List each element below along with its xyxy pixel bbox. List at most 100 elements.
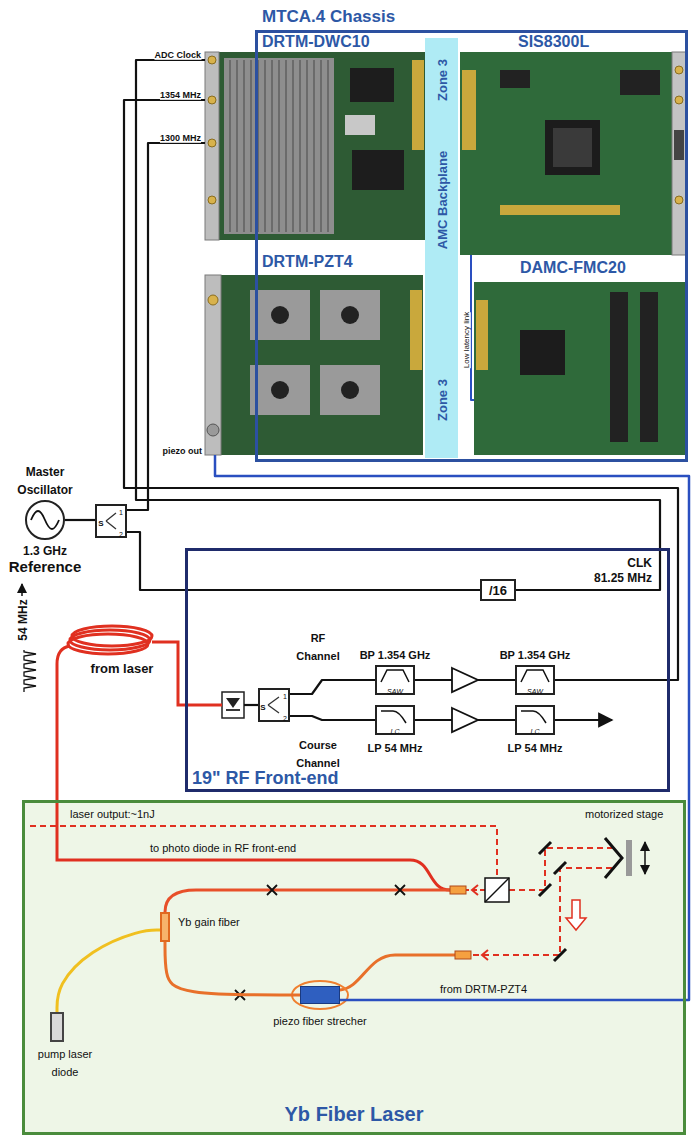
gold-fingers (500, 205, 620, 215)
text-holder: ADC Clock (154, 44, 201, 62)
text-holder: LC (531, 720, 540, 738)
text-holder: to photo diode in RF front-end (150, 838, 296, 856)
laser-beam (466, 889, 485, 891)
photodiode-box (222, 692, 244, 718)
inductor (341, 381, 359, 399)
board-card: SIS8300L (460, 52, 686, 255)
bandpass-filter: BP 1.354 GHzSAW (515, 665, 555, 695)
text-holder: piezo fiber strecher (273, 1011, 367, 1029)
sma-connector (675, 196, 683, 204)
text-holder: Zone 3 (432, 59, 450, 101)
chip (500, 70, 530, 88)
sine-symbol (31, 511, 59, 529)
front-panel (205, 275, 221, 455)
heatsink-fins (230, 60, 328, 232)
pcb (474, 282, 686, 455)
fpga-die (553, 128, 592, 167)
zone3-connector (462, 70, 476, 150)
annotation-label: motorized stage (585, 808, 663, 820)
text-holder: DAMC-FMC20 (520, 259, 626, 277)
text-holder: 81.25 MHz (594, 568, 652, 586)
annotation-label: laser output:~1nJ (70, 808, 155, 820)
annotation-label: 54 MHz (16, 599, 30, 640)
node-label: Reference (9, 558, 82, 575)
wire (244, 704, 258, 706)
annotation-label: Course Channel (296, 739, 339, 769)
node-label: SIS8300L (518, 33, 589, 50)
signal-wire (290, 680, 375, 694)
fiber-winding (292, 981, 348, 1009)
text-holder: Course Channel (289, 735, 347, 772)
inductor (271, 381, 289, 399)
optical-fiber (165, 890, 450, 912)
zone3-connector (476, 300, 488, 370)
backplane-connector (410, 290, 422, 370)
sma-connector (208, 196, 216, 204)
bnc-connector (207, 424, 219, 436)
laser-beam (30, 826, 497, 878)
signal-wire (127, 143, 205, 510)
beam-splitter-diagonal (485, 878, 509, 902)
text-holder: 2 (119, 523, 123, 541)
node-label: 19" RF Front-end (192, 768, 339, 788)
pcb (205, 275, 423, 455)
node-label: BP 1.354 GHz (360, 649, 431, 661)
output-arrow (555, 719, 612, 721)
signal-wire (136, 60, 660, 590)
node-label: 1.3 GHz (23, 544, 67, 558)
optical-fiber (57, 646, 450, 890)
text-holder: laser output:~1nJ (70, 804, 155, 822)
text-holder: Reference (9, 558, 82, 576)
node-label: S (260, 703, 265, 712)
bandpass-filter: BP 1.354 GHzSAW (375, 665, 415, 695)
text-holder: /16 (489, 581, 507, 599)
heatsink (320, 365, 380, 415)
node-label: SAW (387, 688, 403, 695)
chip (620, 70, 660, 95)
sma-connector (208, 96, 216, 104)
oscillator-circle: Master Oscillator1.3 GHzReference (25, 500, 65, 540)
text-holder: LP 54 MHz (508, 738, 563, 756)
fpga-chip (545, 120, 600, 175)
edge-label: Low latency link (462, 312, 471, 368)
node-label: Yb gain fiber (178, 916, 240, 928)
text-holder: motorized stage (585, 804, 663, 822)
node-label: LC (531, 728, 540, 735)
sma-connector (208, 56, 216, 64)
board-card: DAMC-FMC20 (474, 282, 686, 455)
chassis-box: MTCA.4 ChassisDRTM-DWC10SIS8300LZone 3AM… (255, 30, 688, 462)
node-label: 2 (119, 531, 123, 538)
collimator (450, 886, 466, 894)
annotation-label: 81.25 MHz (594, 571, 652, 585)
annotation-label: to photo diode in RF front-end (150, 842, 296, 854)
component (345, 115, 375, 135)
gain-fiber: Yb gain fiber (160, 912, 170, 942)
node-label: LP 54 MHz (508, 742, 563, 754)
text-holder: LC (391, 720, 400, 738)
signal-wire (215, 455, 689, 1000)
laser-box: Yb Fiber LaserYb gain fiberpump laser di… (22, 800, 686, 1135)
signal-wire (127, 532, 480, 590)
divider-box: /16 (480, 579, 516, 601)
stage-base (626, 840, 632, 876)
text-holder: from laser (91, 659, 154, 677)
node-label: DRTM-PZT4 (262, 253, 353, 270)
text-holder: 54 MHz (13, 599, 31, 640)
text-holder: SAW (387, 680, 403, 698)
text-holder: piezo out (163, 440, 203, 458)
node-label: 1 (283, 693, 287, 700)
connector (208, 295, 218, 305)
text-holder: Low latency link (455, 312, 473, 368)
annotation-label: RF Channel (296, 632, 339, 662)
text-holder: BP 1.354 GHz (500, 645, 571, 663)
bandpass-symbol (521, 670, 549, 682)
node-label: Zone 3 (434, 379, 449, 421)
text-holder: Yb Fiber Laser (285, 1103, 424, 1126)
text-holder: 1354 MHz (160, 84, 201, 102)
text-holder: 1 (283, 685, 287, 703)
text-holder: 1300 MHz (160, 127, 201, 145)
direction-arrow (21, 584, 23, 596)
